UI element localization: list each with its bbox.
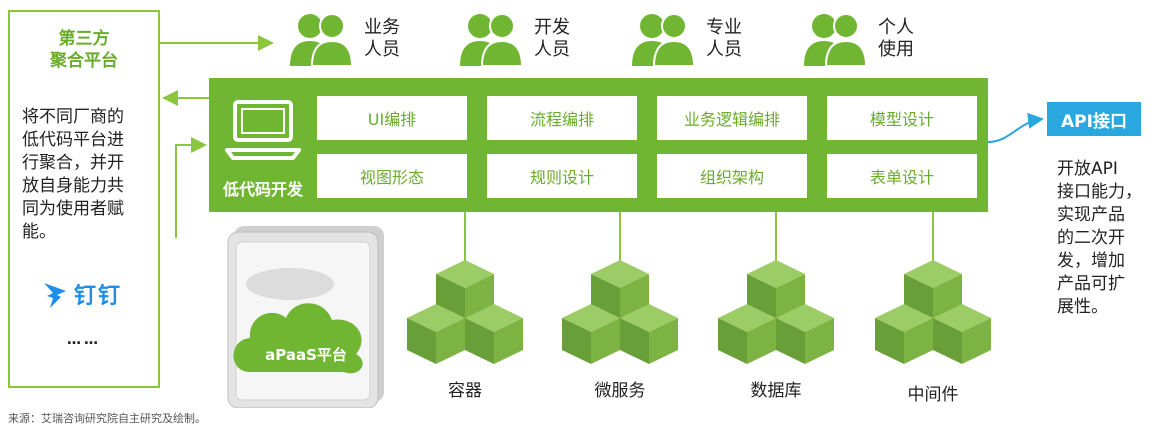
user-label-line1: 业务	[364, 17, 400, 38]
user-label-line1: 个人	[878, 17, 914, 38]
container-label: 容器	[448, 381, 482, 401]
third-party-panel: 第三方 聚合平台 将不同厂商的 低代码平台进 行聚合，并开 放自身能力共 同为使…	[8, 10, 160, 388]
more-ellipsis: ……	[67, 332, 101, 348]
third-party-title-line2: 聚合平台	[50, 51, 118, 71]
module-rule-design: 规则设计	[487, 154, 637, 198]
user-label: 业务 人员	[364, 17, 400, 61]
module-view-form: 视图形态	[317, 154, 467, 198]
api-desc-line: 接口能力，	[1057, 182, 1142, 202]
middleware-label: 中间件	[907, 385, 959, 405]
dingtalk-label: 钉钉	[74, 284, 123, 309]
arrow-to-api	[987, 112, 1044, 143]
api-desc-line: 实现产品	[1057, 205, 1125, 225]
middleware-cube-icon	[875, 260, 991, 364]
api-desc-line: 开放API	[1057, 159, 1118, 179]
user-label: 个人 使用	[878, 17, 914, 61]
module-process-layout: 流程编排	[487, 96, 637, 140]
apaas-label: aPaaS平台	[265, 346, 347, 364]
module-model-design: 模型设计	[827, 96, 977, 140]
api-desc-line: 展性。	[1057, 297, 1108, 317]
module-business-logic: 业务逻辑编排	[657, 96, 807, 140]
container-cube-icon	[407, 260, 523, 364]
api-desc-line: 产品可扩	[1057, 274, 1125, 294]
users-icon	[632, 13, 696, 66]
desc-line: 行聚合，并开	[22, 153, 124, 173]
desc-line: 放自身能力共	[22, 176, 124, 196]
module-org-structure: 组织架构	[657, 154, 807, 198]
third-party-title-line1: 第三方	[58, 29, 110, 49]
module-ui-layout: UI编排	[317, 96, 467, 140]
users-icon	[290, 13, 354, 66]
api-description: 开放API 接口能力， 实现产品 的二次开 发，增加 产品可扩 展性。	[1057, 158, 1157, 319]
user-label-line1: 开发	[534, 17, 570, 38]
user-label: 开发 人员	[534, 17, 570, 61]
third-party-description: 将不同厂商的 低代码平台进 行聚合，并开 放自身能力共 同为使用者赋 能。	[22, 106, 154, 244]
user-label: 专业 人员	[706, 17, 742, 61]
user-label-line2: 人员	[706, 39, 742, 60]
module-form-design: 表单设计	[827, 154, 977, 198]
desc-line: 将不同厂商的	[22, 107, 124, 127]
users-icon	[460, 13, 524, 66]
platform-title: 低代码开发	[222, 180, 303, 199]
user-professional: 专业 人员	[630, 12, 742, 66]
api-interface-box: API接口	[1047, 102, 1141, 136]
user-personal: 个人 使用	[802, 12, 914, 66]
source-note: 来源：艾瑞咨询研究院自主研究及绘制。	[8, 412, 206, 425]
user-label-line2: 人员	[534, 39, 570, 60]
arrow-apaas-to-platform	[175, 137, 207, 238]
api-desc-line: 的二次开	[1057, 228, 1125, 248]
database-cube-icon	[718, 260, 834, 364]
desc-line: 能。	[22, 222, 56, 242]
desc-line: 低代码平台进	[22, 130, 124, 150]
user-developer: 开发 人员	[458, 12, 570, 66]
user-label-line1: 专业	[706, 17, 742, 38]
third-party-title: 第三方 聚合平台	[10, 28, 158, 72]
microservice-label: 微服务	[594, 381, 646, 401]
user-label-line2: 使用	[878, 39, 914, 60]
laptop-icon	[225, 100, 301, 160]
dingtalk-logo: 钉钉	[42, 278, 122, 310]
low-code-platform: 低代码开发 UI编排 流程编排 业务逻辑编排 模型设计 视图形态 规则设计 组织…	[209, 78, 988, 212]
api-desc-line: 发，增加	[1057, 251, 1125, 271]
database-label: 数据库	[750, 381, 802, 401]
user-business: 业务 人员	[288, 12, 400, 66]
microservice-cube-icon	[562, 260, 678, 364]
user-label-line2: 人员	[364, 39, 400, 60]
users-icon	[804, 13, 868, 66]
desc-line: 同为使用者赋	[22, 199, 124, 219]
apaas-server-icon	[227, 226, 384, 408]
dingtalk-icon	[44, 283, 66, 308]
